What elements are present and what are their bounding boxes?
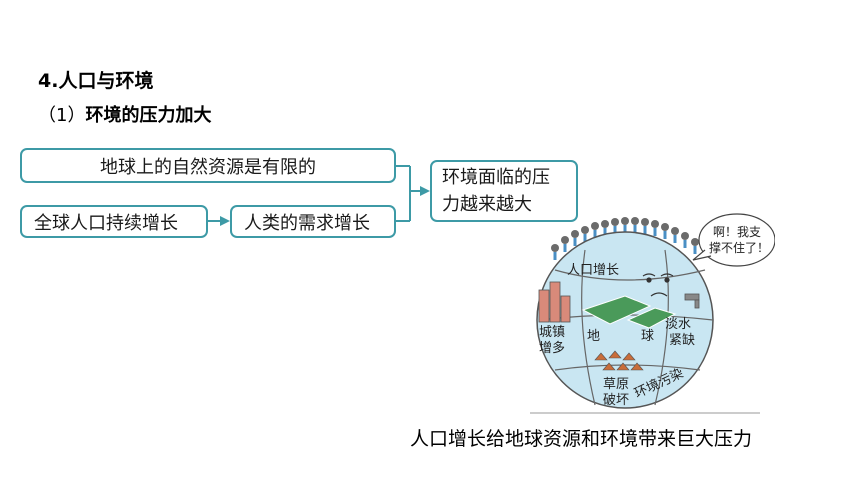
city-buildings [538,281,571,323]
subsection-title: 环境的压力加大 [85,105,212,126]
earth-pressure-illustration: 人口增长 城镇 增多 地 球 淡水 紧缺 草原 破坏 环境污染 啊！我支 撑不住… [536,213,775,409]
label-water-2: 紧缺 [669,333,695,348]
earth-face [642,273,674,297]
label-earth-1: 地 [587,329,600,344]
figure-caption: 人口增长给地球资源和环境带来巨大压力 [410,428,753,450]
subsection-heading: （1）环境的压力加大 [38,101,211,127]
speech-line-1: 啊！我支 [713,225,761,239]
crowd-of-people [551,217,699,252]
label-grass-1: 草原 [603,377,629,392]
arrowhead-demand [220,216,230,226]
pressure-line-2: 力越来越大 [442,194,532,215]
farmland [581,295,677,329]
demand-growth-box: 人类的需求增长 [230,205,396,238]
faucet-icon [684,293,700,309]
population-growth-box: 全球人口持续增长 [20,205,208,238]
resources-box: 地球上的自然资源是有限的 [20,148,396,183]
label-earth-2: 球 [641,329,654,344]
label-city-1: 城镇 [539,325,565,340]
pressure-line-1: 环境面临的压 [442,167,550,188]
section-heading: 4.人口与环境 [38,70,154,92]
label-population: 人口增长 [567,263,619,278]
label-grass-2: 破坏 [603,393,629,408]
label-city-2: 增多 [539,340,565,356]
speech-bubble: 啊！我支 撑不住了！ [692,213,775,267]
environment-pressure-box: 环境面临的压 力越来越大 [430,160,578,222]
subsection-number: （1） [38,105,86,126]
grassland-damage [594,350,644,371]
label-water-1: 淡水 [665,317,691,332]
arrowhead-pressure [420,186,430,196]
speech-line-2: 撑不住了！ [709,240,769,255]
